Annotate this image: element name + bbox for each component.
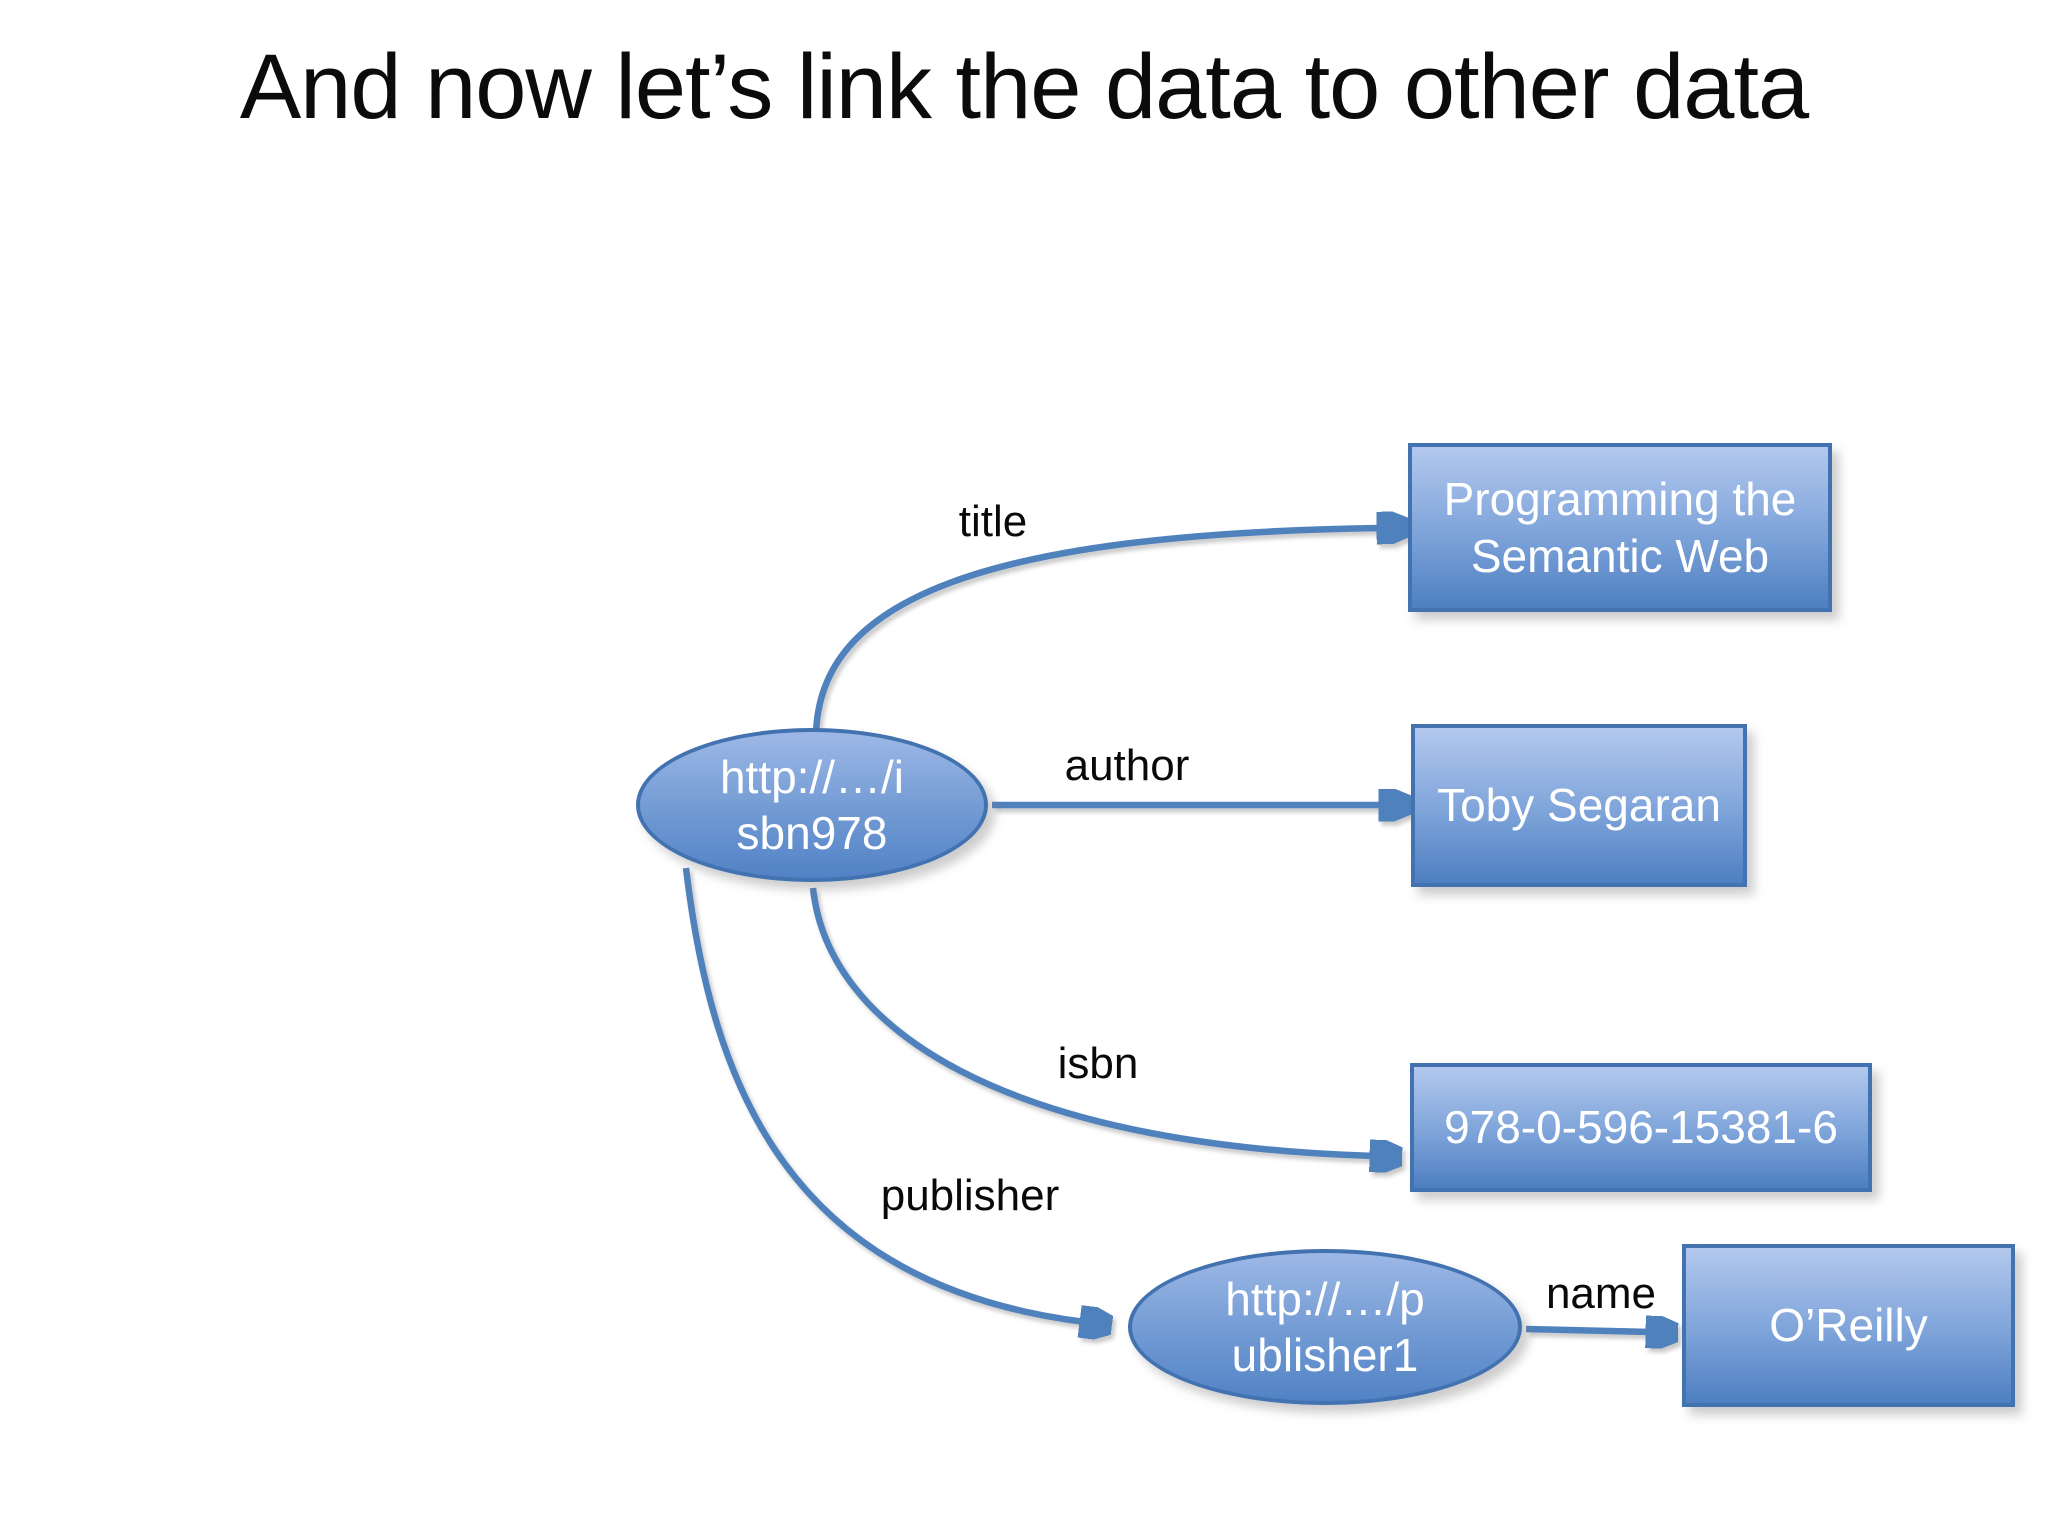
slide-title: And now let’s link the data to other dat…	[239, 36, 1809, 138]
node-isbn978-label: http://…/i sbn978	[719, 750, 905, 859]
node-publisher-name: O’Reilly	[1682, 1244, 2015, 1407]
node-book-title-label: Programming the Semantic Web	[1443, 473, 1797, 582]
node-author-name-label: Toby Segaran	[1437, 779, 1721, 832]
node-publisher1-label: http://…/p ublisher1	[1225, 1272, 1425, 1381]
node-isbn-number-label: 978-0-596-15381-6	[1444, 1101, 1838, 1154]
edge-label-name: name	[1545, 1269, 1657, 1318]
edge-isbn-arrow	[809, 887, 1375, 1156]
edge-label-isbn: isbn	[1057, 1039, 1139, 1088]
edge-publisher-arrow	[682, 867, 1085, 1322]
node-author-name: Toby Segaran	[1411, 724, 1747, 887]
node-isbn-number: 978-0-596-15381-6	[1410, 1063, 1872, 1192]
edge-label-author: author	[1064, 741, 1190, 790]
edge-label-title: title	[958, 497, 1028, 546]
edge-name-arrow	[1525, 1329, 1651, 1332]
node-publisher-name-label: O’Reilly	[1769, 1299, 1928, 1352]
edge-title-arrow	[812, 528, 1382, 737]
edge-label-publisher: publisher	[880, 1171, 1060, 1220]
node-publisher1: http://…/p ublisher1	[1128, 1249, 1522, 1405]
node-book-title: Programming the Semantic Web	[1408, 443, 1832, 612]
node-isbn978: http://…/i sbn978	[636, 728, 988, 882]
